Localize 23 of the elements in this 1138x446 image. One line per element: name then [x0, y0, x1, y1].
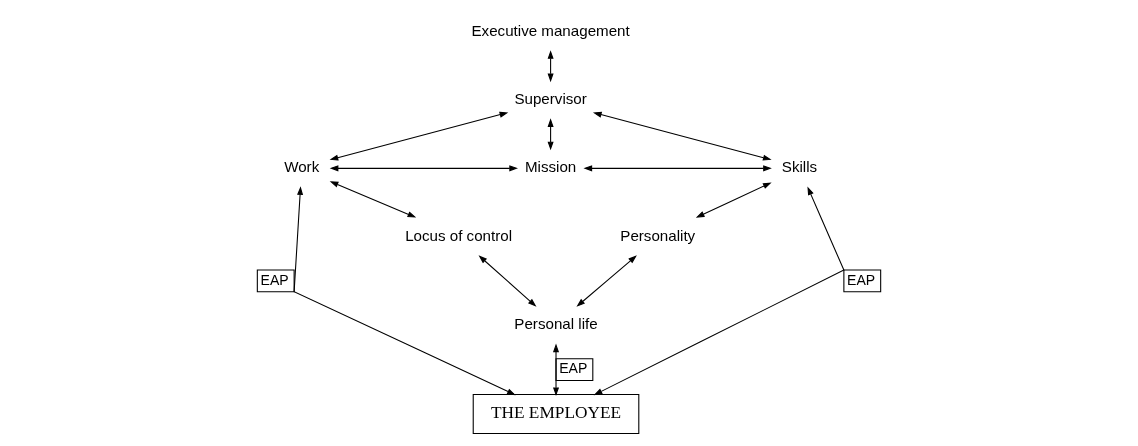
- node-text: Skills: [781, 158, 818, 176]
- arrow: [552, 343, 560, 397]
- node-text: Personality: [620, 226, 696, 244]
- node-text: Personal life: [514, 315, 598, 333]
- node-text: Mission: [524, 158, 577, 176]
- node-text: Work: [284, 158, 320, 176]
- edge-label: EAP: [260, 271, 289, 288]
- node-text: Locus of control: [405, 226, 513, 244]
- arrow: [695, 182, 772, 218]
- node-text: Supervisor: [514, 90, 587, 108]
- edge-label: EAP: [559, 360, 588, 377]
- arrow: [593, 186, 845, 396]
- arrow: [583, 165, 772, 172]
- arrow: [592, 111, 772, 161]
- node-box: THE EMPLOYEE: [472, 394, 640, 435]
- arrow: [478, 255, 537, 307]
- arrow: [329, 165, 518, 172]
- arrow: [293, 186, 516, 396]
- arrow: [576, 255, 637, 307]
- node-text: Executive management: [471, 22, 630, 39]
- arrow: [329, 181, 417, 218]
- edge-label: EAP: [847, 271, 876, 288]
- arrow: [329, 111, 509, 161]
